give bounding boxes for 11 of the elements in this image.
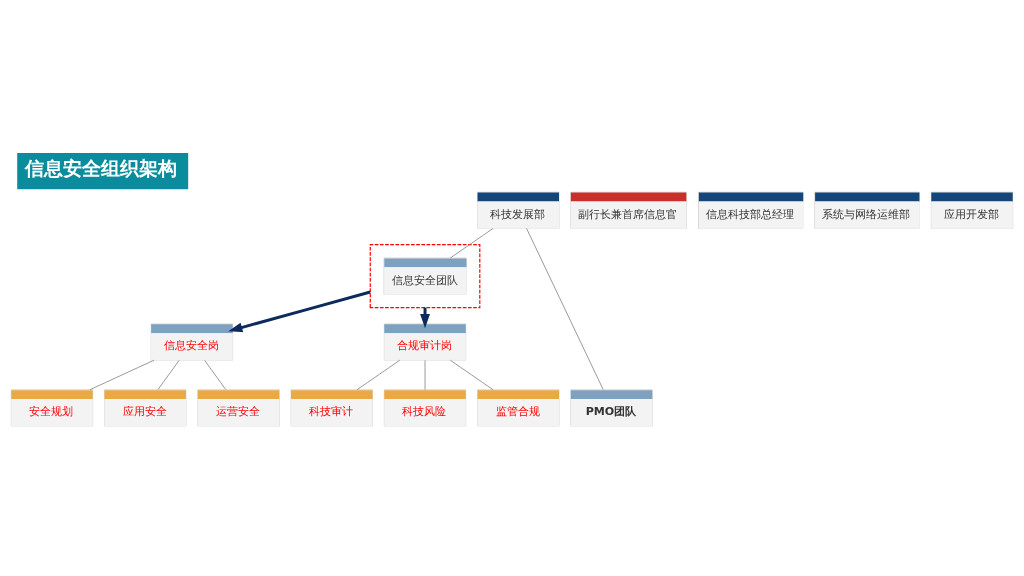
connector xyxy=(89,359,155,391)
arrow xyxy=(228,290,371,333)
connector xyxy=(356,359,401,391)
connector xyxy=(526,228,604,390)
connector xyxy=(157,359,180,391)
connector xyxy=(449,228,494,259)
connector xyxy=(204,359,227,391)
connector xyxy=(449,359,494,391)
connector xyxy=(424,359,426,391)
diagram-title: 信息安全组织架构 xyxy=(24,157,177,181)
cluster xyxy=(369,244,481,309)
